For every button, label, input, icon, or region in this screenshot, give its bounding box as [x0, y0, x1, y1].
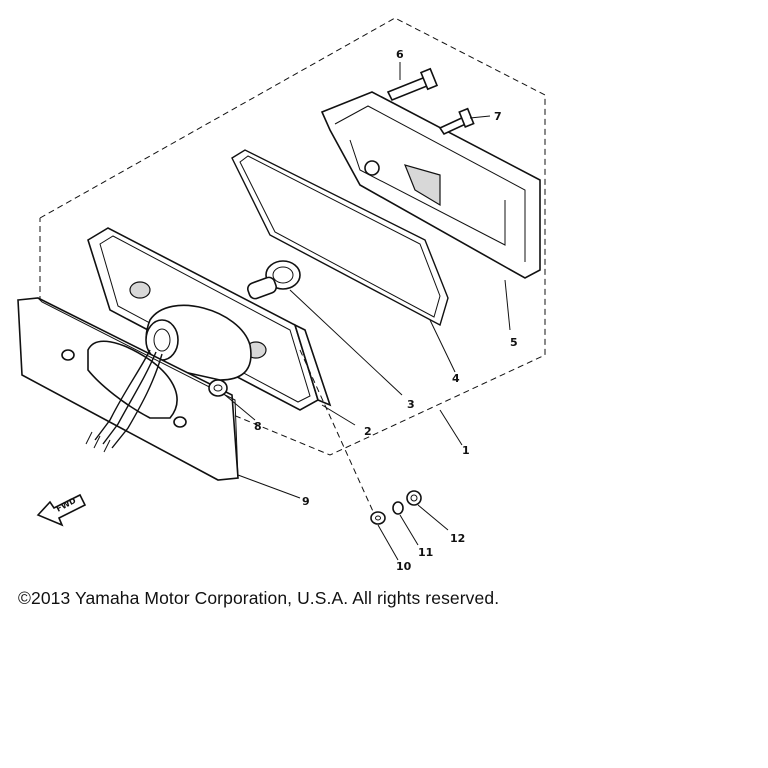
callout-5: 5: [510, 336, 518, 349]
callout-12: 12: [450, 532, 465, 545]
callout-7: 7: [494, 110, 502, 123]
callout-9: 9: [302, 495, 310, 508]
nut-8: [208, 379, 228, 397]
callout-8: 8: [254, 420, 262, 433]
callout-3: 3: [407, 398, 415, 411]
callout-6: 6: [396, 48, 404, 61]
callout-1: 1: [462, 444, 470, 457]
screw-7: [438, 107, 475, 136]
hardware-10-11-12: [299, 349, 422, 525]
callout-10: 10: [396, 560, 412, 573]
gasket: [231, 149, 449, 327]
base-plate: [87, 227, 332, 411]
exploded-view-diagram: FWD 6 7 5 4 3 2 1 8 9 10 11 12: [17, 17, 546, 573]
screw-6: [386, 67, 439, 102]
lens-housing: [320, 91, 541, 279]
callout-2: 2: [364, 425, 372, 438]
fwd-arrow-icon: FWD: [36, 493, 87, 527]
callout-4: 4: [452, 372, 460, 385]
wiring: [85, 349, 163, 453]
bulb: [246, 260, 301, 300]
leader-lines: [224, 62, 511, 561]
callout-11: 11: [418, 546, 433, 559]
copyright-notice: ©2013 Yamaha Motor Corporation, U.S.A. A…: [18, 588, 500, 608]
